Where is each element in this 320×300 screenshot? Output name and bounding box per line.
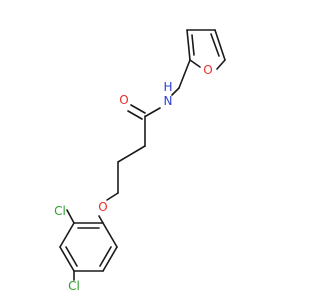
atom-oxygen-furan: O: [203, 63, 212, 77]
structure-canvas: O N H O O Cl Cl: [54, 29, 226, 293]
atom-chlorine-2: Cl: [54, 204, 66, 218]
atom-oxygen-carbonyl: O: [119, 93, 128, 107]
bond-furan-c2-o1: [189, 59, 201, 68]
bond-carbonyl-double-a: [130, 104, 146, 114]
bond-ring-c5-c6-inner: [99, 246, 112, 267]
atom-hydrogen-amide: H: [163, 80, 172, 94]
bonds: [59, 29, 226, 281]
bond-carbonyl-double-b: [127, 110, 143, 120]
bond-ring-c2-c3: [59, 222, 75, 248]
bond-ring-c3-c4: [59, 246, 75, 272]
bond-methylene-furan: [178, 59, 191, 89]
bond-ring-chlorine-2: [66, 209, 75, 224]
bond-ring-c6-c1: [102, 222, 118, 248]
atom-labels: O N H O O Cl Cl: [54, 63, 213, 293]
bond-carbonyl-nitrogen: [145, 107, 161, 117]
bond-furan-o1-c5: [216, 59, 226, 70]
atom-nitrogen-amide: N: [164, 94, 173, 108]
bond-chain-c2-c3: [117, 145, 146, 163]
bond-furan-c5-c4: [214, 29, 226, 61]
bond-nitrogen-methylene: [171, 87, 180, 96]
bond-furan-c3-c2: [186, 29, 191, 61]
bond-furan-c5-c4-inner: [210, 33, 220, 57]
bond-ring-c3-c4-inner: [65, 246, 78, 267]
molecule-diagram: O N H O O Cl Cl: [54, 29, 226, 293]
bond-furan-c3-c2-inner: [191, 34, 195, 56]
atom-oxygen-ether: O: [98, 200, 107, 214]
bond-chain-c4-oxygen: [106, 192, 119, 201]
bond-ring-c5-c6: [102, 246, 118, 272]
atom-chlorine-4: Cl: [68, 279, 80, 293]
bond-oxygen-aryl: [98, 215, 104, 224]
